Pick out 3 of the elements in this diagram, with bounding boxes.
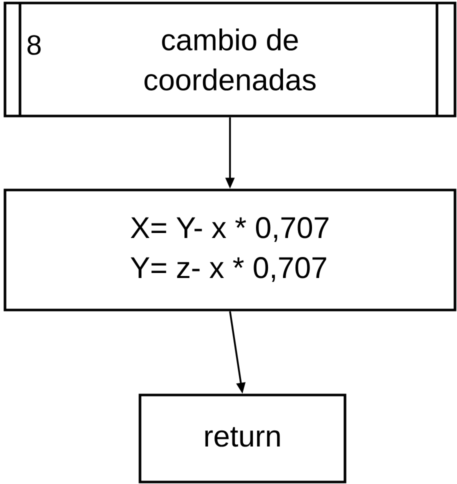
subroutine-box: cambio de coordenadas 8	[4, 2, 456, 118]
process-box: X= Y- x * 0,707 Y= z- x * 0,707	[4, 188, 456, 312]
terminal-box: return	[138, 394, 346, 484]
